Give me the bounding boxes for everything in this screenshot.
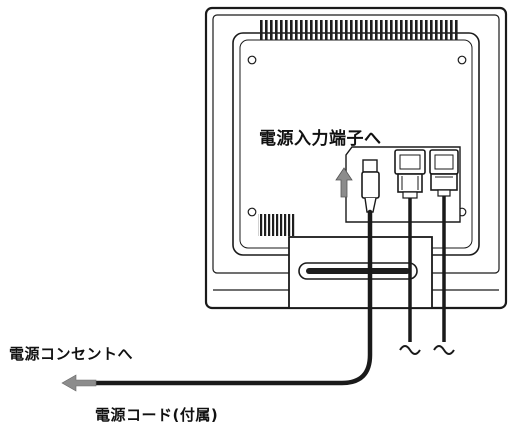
power-plug [361,159,380,213]
top-vent-slots [258,20,458,40]
power-cord-label: 電源コード(付属) [95,406,219,424]
vga-cable [433,196,455,355]
power-input-label: 電源入力端子へ [259,129,382,149]
insert-arrow-icon [335,167,353,198]
outlet-label: 電源コンセントへ [9,345,134,363]
power-cord [75,209,373,386]
monitor-stand [288,236,433,309]
dvi-cable [399,198,421,355]
dvi-connector [394,149,426,199]
vga-connector [429,149,459,197]
bottom-vent-slots [258,214,296,236]
outlet-arrow-icon [61,374,97,392]
